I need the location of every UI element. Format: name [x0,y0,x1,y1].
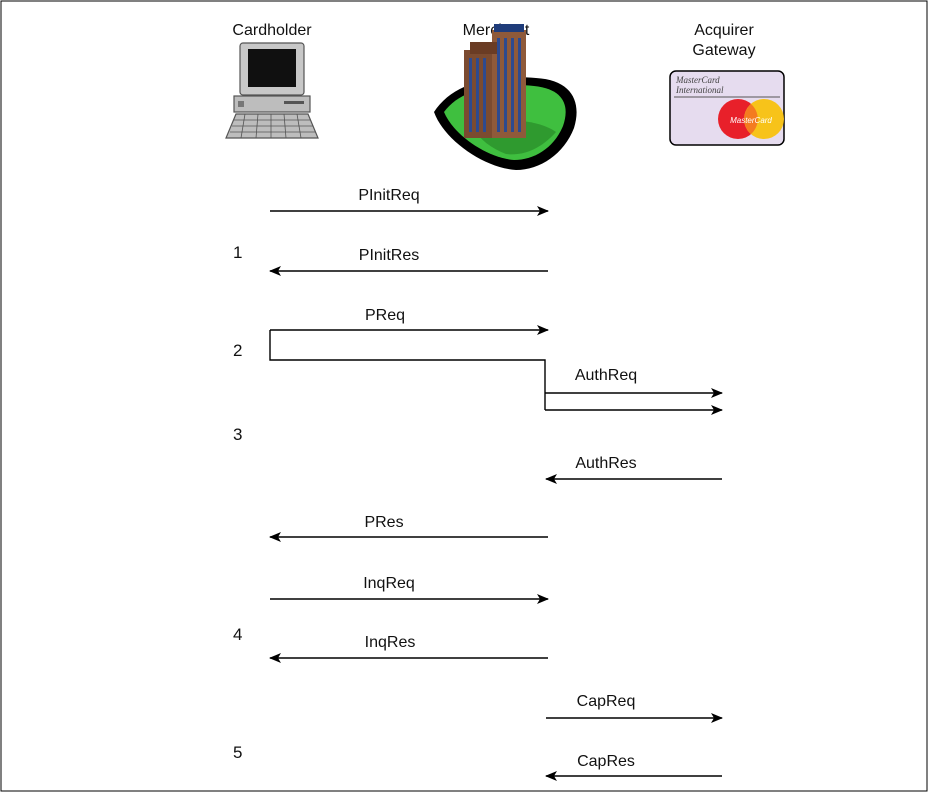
message-label-authres: AuthRes [575,455,636,472]
participant-acquirer-label-line1: Acquirer [694,22,754,39]
mastercard-card-icon: MasterCard International MasterCard [669,70,785,146]
step-number-1: 1 [233,243,242,262]
message-label-capreq: CapReq [577,693,636,710]
mastercard-logo-text: MasterCard [730,116,772,125]
message-label-inqreq: InqReq [363,575,415,592]
desktop-computer-icon [225,42,319,139]
message-label-capres: CapRes [577,753,635,770]
message-label-authreq: AuthReq [575,367,637,384]
participant-cardholder-label: Cardholder [232,22,312,39]
message-label-preq: PReq [365,307,405,324]
card-brand-line2: International [675,85,724,95]
message-label-inqres: InqRes [365,634,416,651]
step-number-5: 5 [233,743,242,762]
step-number-4: 4 [233,625,242,644]
preq-authreq-connector [269,330,546,410]
step-number-3: 3 [233,425,242,444]
message-label-pres: PRes [364,514,403,531]
step-number-2: 2 [233,341,242,360]
participant-acquirer-label-line2: Gateway [692,42,755,59]
office-building-icon [434,24,577,170]
card-brand-line1: MasterCard [675,75,720,85]
message-label-pinitres: PInitRes [359,247,419,264]
message-label-pinitreq: PInitReq [358,187,419,204]
